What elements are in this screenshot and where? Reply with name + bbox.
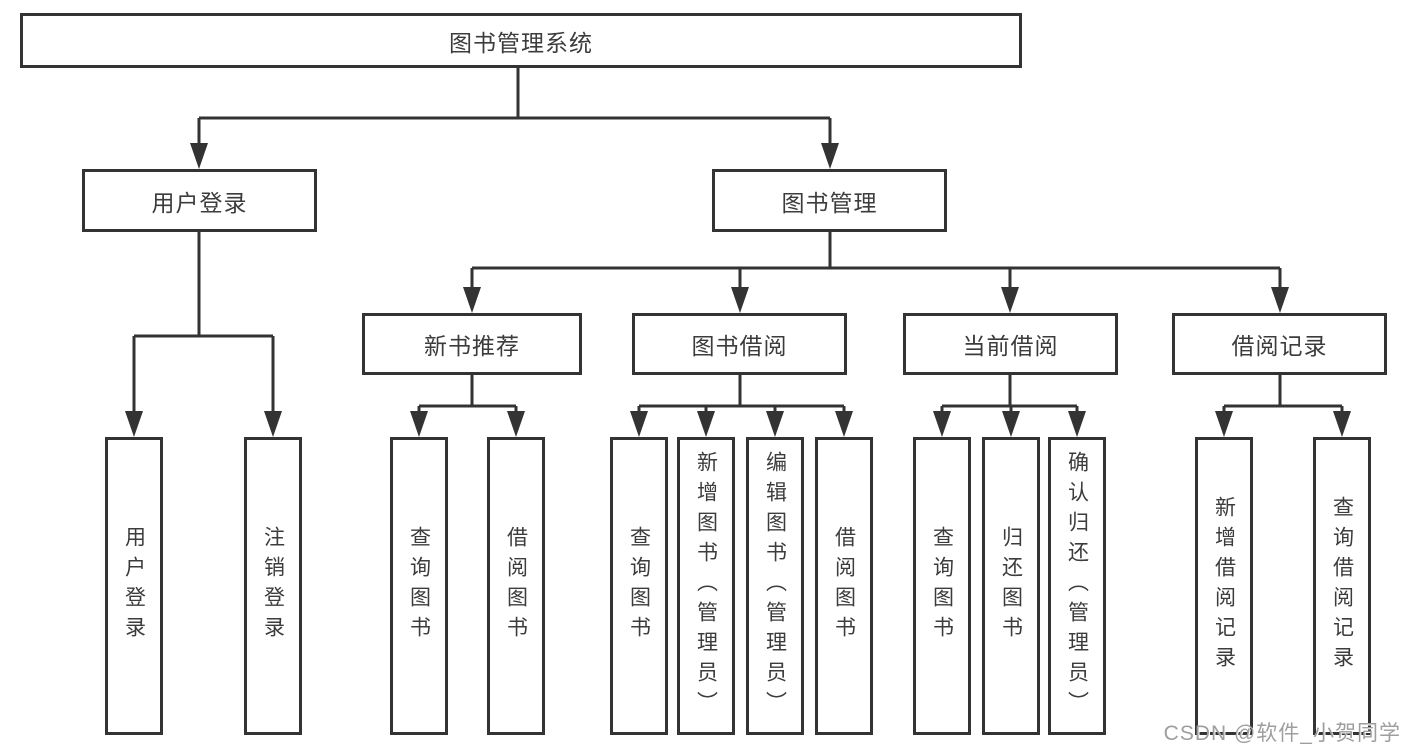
arrowhead-icon — [463, 287, 481, 313]
leaf-borrow-book-1: 借阅图书 — [487, 437, 545, 735]
arrowhead-icon — [125, 411, 143, 437]
node-current-borrow: 当前借阅 — [903, 313, 1118, 375]
watermark: CSDN @软件_小贺同学 — [1163, 722, 1401, 745]
arrowhead-icon — [190, 143, 208, 169]
arrowhead-icon — [731, 287, 749, 313]
leaf-label: 查询借阅记录 — [1330, 496, 1354, 676]
arrowhead-icon — [821, 143, 839, 169]
arrowhead-icon — [264, 411, 282, 437]
arrowhead-icon — [1215, 411, 1233, 437]
leaf-return-book: 归还图书 — [982, 437, 1040, 735]
arrowhead-icon — [1068, 411, 1086, 437]
connector-path — [637, 375, 846, 412]
leaf-add-borrow-record: 新增借阅记录 — [1195, 437, 1253, 735]
connector-path — [470, 232, 1282, 288]
leaf-label: 用户登录 — [122, 526, 146, 646]
node-user-login: 用户登录 — [82, 169, 317, 232]
arrowhead-icon — [1001, 287, 1019, 313]
leaf-query-book-1: 查询图书 — [390, 437, 448, 735]
connector-path — [417, 375, 518, 412]
arrowhead-icon — [630, 411, 648, 437]
connector-path — [132, 232, 275, 412]
arrowhead-icon — [766, 411, 784, 437]
leaf-query-borrow-record: 查询借阅记录 — [1313, 437, 1371, 735]
node-book-management: 图书管理 — [712, 169, 947, 232]
leaf-label: 新增借阅记录 — [1212, 496, 1236, 676]
arrowhead-icon — [697, 411, 715, 437]
leaf-logout: 注销登录 — [244, 437, 302, 735]
arrowheads — [125, 143, 1351, 437]
leaf-user-login: 用户登录 — [105, 437, 163, 735]
connector-path — [1222, 375, 1344, 412]
leaf-label: 确认归还（管理员） — [1065, 451, 1089, 721]
node-new-book-recommend: 新书推荐 — [362, 313, 582, 375]
connector-path — [197, 68, 832, 144]
arrowhead-icon — [410, 411, 428, 437]
arrowhead-icon — [1002, 411, 1020, 437]
leaf-label: 归还图书 — [999, 526, 1023, 646]
leaf-query-book-3: 查询图书 — [913, 437, 971, 735]
node-root: 图书管理系统 — [20, 13, 1022, 68]
connector-path — [940, 375, 1079, 412]
arrowhead-icon — [933, 411, 951, 437]
leaf-label: 查询图书 — [627, 526, 651, 646]
leaf-borrow-book-2: 借阅图书 — [815, 437, 873, 735]
leaf-label: 新增图书（管理员） — [694, 451, 718, 721]
node-borrow-record: 借阅记录 — [1172, 313, 1387, 375]
arrowhead-icon — [507, 411, 525, 437]
leaf-label: 注销登录 — [261, 526, 285, 646]
connector-lines — [132, 68, 1344, 412]
leaf-label: 查询图书 — [930, 526, 954, 646]
leaf-add-book-admin: 新增图书（管理员） — [677, 437, 735, 735]
node-book-borrow: 图书借阅 — [632, 313, 847, 375]
leaf-label: 借阅图书 — [832, 526, 856, 646]
arrowhead-icon — [1271, 287, 1289, 313]
leaf-label: 借阅图书 — [504, 526, 528, 646]
leaf-label: 查询图书 — [407, 526, 431, 646]
leaf-label: 编辑图书（管理员） — [763, 451, 787, 721]
arrowhead-icon — [1333, 411, 1351, 437]
leaf-query-book-2: 查询图书 — [610, 437, 668, 735]
leaf-confirm-return-admin: 确认归还（管理员） — [1048, 437, 1106, 735]
leaf-edit-book-admin: 编辑图书（管理员） — [746, 437, 804, 735]
arrowhead-icon — [835, 411, 853, 437]
